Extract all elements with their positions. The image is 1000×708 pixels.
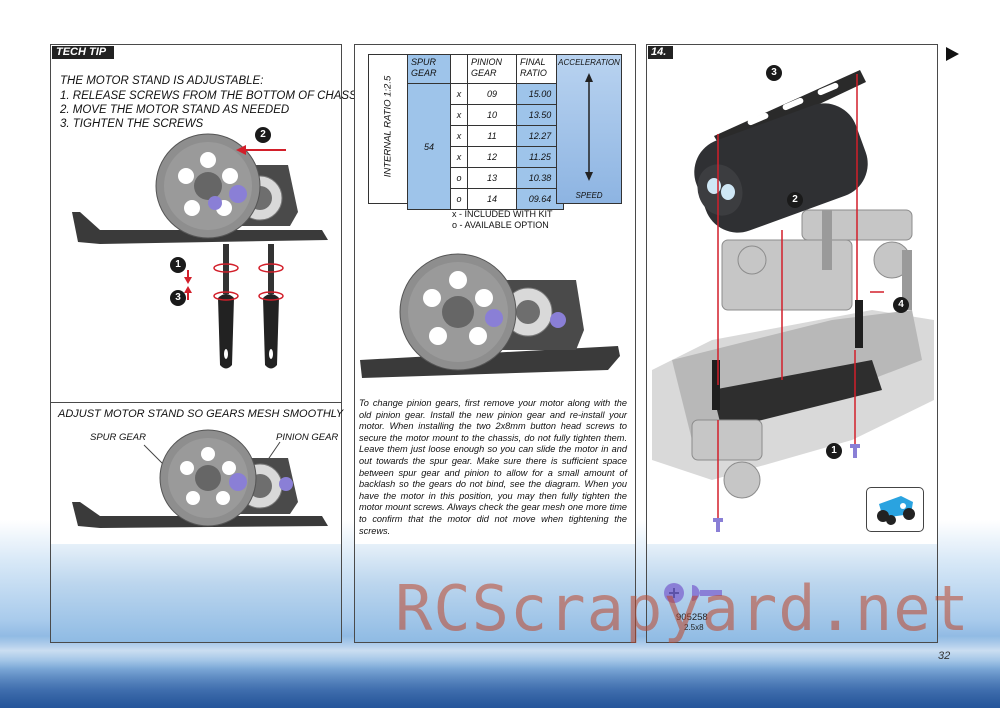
callout-1: 1 (826, 443, 842, 459)
truck-thumbnail (866, 487, 924, 532)
row-pinion: 13 (467, 167, 517, 189)
callout-3: 3 (170, 290, 186, 306)
page-number: 32 (938, 650, 951, 662)
callout-3: 3 (766, 65, 782, 81)
chassis-assembly-diagram (652, 70, 934, 532)
acceleration-speed-box: ACCELERATION SPEED (556, 54, 622, 204)
section-divider (50, 402, 341, 403)
tech-tip-step-2: 2. MOVE THE MOTOR STAND AS NEEDED (60, 104, 290, 116)
panel-footer-fill (51, 544, 341, 642)
internal-ratio-label: INTERNAL RATIO 1:2.5 (382, 75, 394, 178)
row-ratio: 11.25 (516, 146, 564, 168)
row-mark: x (450, 146, 468, 168)
row-ratio: 10.38 (516, 167, 564, 189)
tech-tip-heading: THE MOTOR STAND IS ADJUSTABLE: (60, 75, 264, 87)
header-mark (450, 54, 468, 84)
header-ratio: FINAL RATIO (516, 54, 564, 84)
gear-ratio-table: SPUR GEAR PINION GEAR FINAL RATIO 54 x 0… (407, 54, 564, 210)
row-pinion: 10 (467, 104, 517, 126)
pinion-gear-label: PINION GEAR (276, 432, 339, 443)
legend-optional: o - AVAILABLE OPTION (452, 220, 549, 230)
row-ratio: 09.64 (516, 188, 564, 210)
part-size: 2.5x8 (684, 623, 704, 632)
callout-2: 2 (787, 192, 803, 208)
gear-mesh-diagram (72, 429, 328, 528)
spur-gear-label: SPUR GEAR (90, 432, 146, 443)
row-mark: o (450, 167, 468, 189)
watermark-text: RCScrapyard.net (395, 572, 970, 645)
truck-icon (877, 496, 915, 525)
bottom-band (0, 636, 1000, 708)
instructions-text: To change pinion gears, first remove you… (359, 398, 627, 536)
legend-included: x - INCLUDED WITH KIT (452, 209, 553, 219)
acceleration-label: ACCELERATION (558, 58, 620, 67)
header-spur: SPUR GEAR (407, 54, 451, 84)
double-arrow-icon (585, 73, 593, 181)
panel-footer-fill (355, 544, 635, 642)
callout-4: 4 (893, 297, 909, 313)
row-mark: o (450, 188, 468, 210)
row-ratio: 15.00 (516, 83, 564, 105)
row-ratio: 13.50 (516, 104, 564, 126)
row-mark: x (450, 104, 468, 126)
tech-tip-step-1: 1. RELEASE SCREWS FROM THE BOTTOM OF CHA… (60, 90, 368, 102)
screw-part-icon (664, 583, 722, 603)
speed-label: SPEED (575, 191, 603, 200)
pinion-motor-diagram (360, 253, 620, 378)
mesh-title: ADJUST MOTOR STAND SO GEARS MESH SMOOTHL… (58, 408, 344, 420)
row-pinion: 11 (467, 125, 517, 147)
motor-stand-diagram (72, 133, 328, 369)
row-pinion: 12 (467, 146, 517, 168)
next-page-arrow-icon[interactable] (944, 46, 960, 62)
header-pinion: PINION GEAR (467, 54, 517, 84)
row-mark: x (450, 125, 468, 147)
tech-tip-step-3: 3. TIGHTEN THE SCREWS (60, 118, 204, 130)
row-mark: x (450, 83, 468, 105)
internal-ratio-cell: INTERNAL RATIO 1:2.5 (368, 54, 408, 204)
callout-2: 2 (255, 127, 271, 143)
step-badge: 14. (648, 46, 673, 59)
part-number: 905258 (676, 612, 708, 623)
row-pinion: 14 (467, 188, 517, 210)
row-ratio: 12.27 (516, 125, 564, 147)
spur-value: 54 (407, 83, 451, 210)
row-pinion: 09 (467, 83, 517, 105)
callout-1: 1 (170, 257, 186, 273)
tech-tip-badge: TECH TIP (52, 46, 114, 59)
